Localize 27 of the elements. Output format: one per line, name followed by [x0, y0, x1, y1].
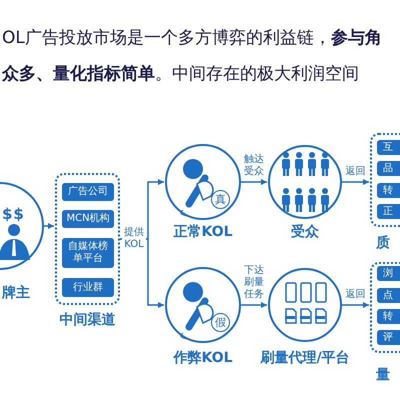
category-box: 行业群 — [62, 278, 114, 297]
node-heading: 量 — [376, 366, 390, 384]
dollar-signs: $$ — [2, 205, 25, 223]
node-heading: 牌主 — [2, 284, 30, 302]
arrow — [241, 179, 267, 185]
category-box: 浏 — [377, 266, 400, 281]
title-text: OL广告投放市场是一个多方博弈的利益链，参与角众多、量化指标简单。中间存在的极大利润空间 — [2, 27, 383, 86]
node-heading: 受众 — [291, 223, 319, 241]
category-box: 互 — [377, 140, 400, 155]
category-box: 品 — [377, 161, 400, 176]
category-box: 评 — [377, 330, 400, 345]
arrow — [44, 223, 54, 229]
node-heading: 质 — [376, 234, 390, 252]
category-box: MCN机构 — [62, 210, 114, 228]
category-box: 转 — [377, 309, 400, 324]
arrow — [342, 302, 369, 308]
category-box: 转 — [377, 183, 400, 198]
category-box: 广告公司 — [62, 183, 114, 201]
node-heading: 作弊KOL — [173, 349, 233, 367]
node-heading: 中间渠道 — [60, 311, 116, 329]
arrow — [241, 302, 267, 308]
arrow — [342, 179, 369, 185]
category-box: 点 — [377, 288, 400, 303]
category-box: 自媒体榜单平台 — [62, 238, 114, 268]
category-box: 正 — [377, 204, 400, 219]
node-heading: 正常KOL — [173, 223, 233, 241]
node-heading: 刷量代理/平台 — [260, 349, 350, 367]
